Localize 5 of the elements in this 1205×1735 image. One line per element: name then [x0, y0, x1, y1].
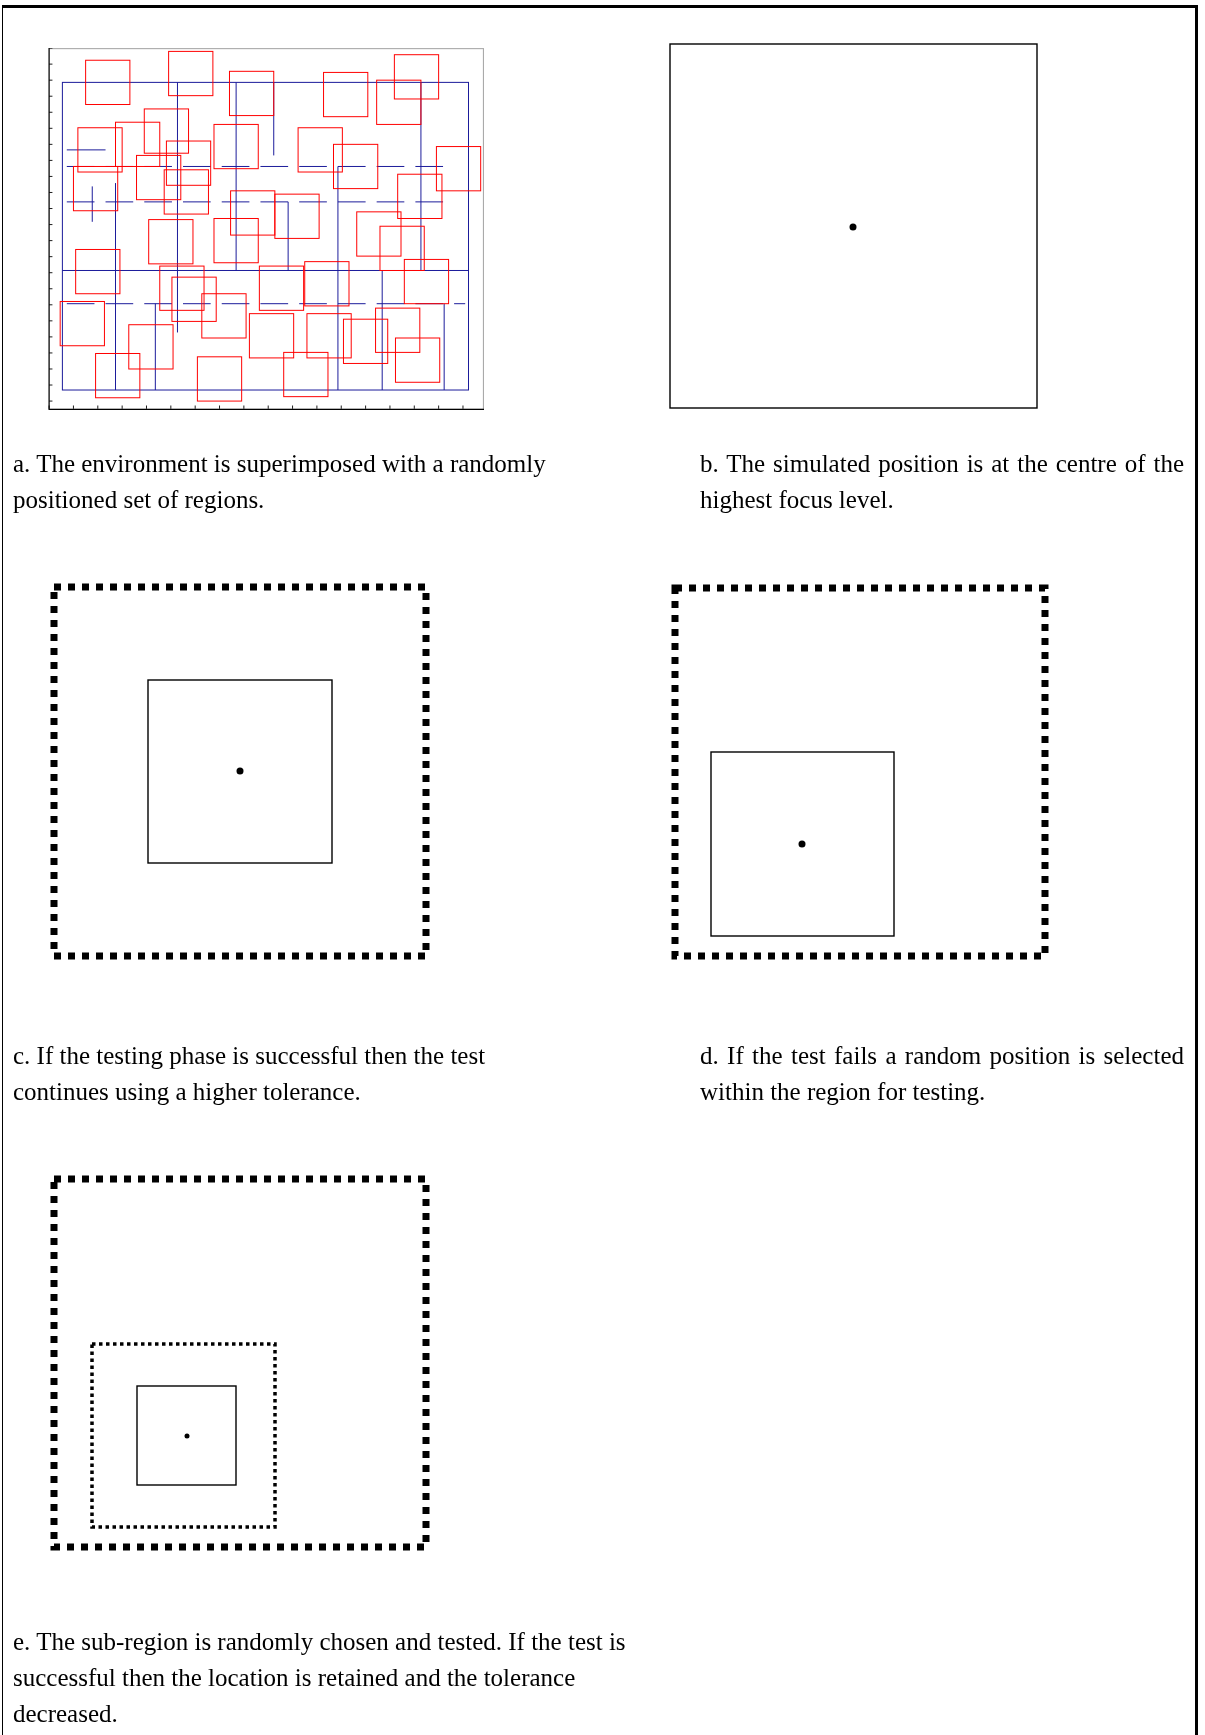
caption: a. The environment is superimposed with a randomly positioned set of regions.: [13, 449, 547, 515]
caption: c. If the testing phase is successful then the test continues using a higher tolerance.: [13, 1041, 487, 1107]
caption: e. The sub-region is randomly chosen and tested. If the test is successful then the location is retained and the tolerance decreased.: [13, 1627, 627, 1729]
caption: b. The simulated position is at the centre of the highest focus level.: [700, 449, 1184, 515]
caption: d. If the test fails a random position is selected within the region for testing.: [700, 1041, 1184, 1107]
